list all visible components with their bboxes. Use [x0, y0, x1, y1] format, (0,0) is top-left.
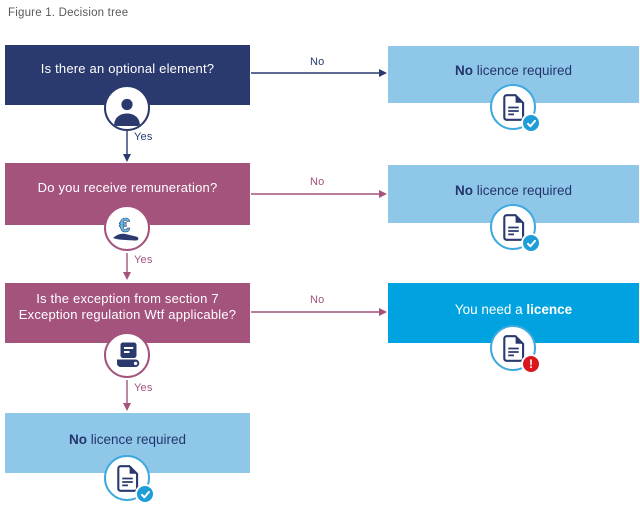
question-3-line2: Exception regulation Wtf applicable? — [18, 307, 237, 322]
check-badge-icon — [521, 113, 541, 133]
edge-label-q1-yes: Yes — [134, 131, 153, 143]
outcome-3-icon-wrap — [102, 453, 155, 504]
svg-text:€: € — [119, 215, 130, 237]
outcome-no-3-rest: licence required — [86, 431, 187, 447]
question-3-icon-wrap — [102, 330, 152, 380]
question-3-line1: Is the exception from section 7 — [36, 291, 219, 306]
outcome-no-1-rest: licence required — [472, 63, 573, 78]
arrow-q3-no — [251, 308, 387, 316]
edge-label-q3-no: No — [310, 294, 325, 306]
contract-glyph — [117, 342, 140, 367]
document-glyph — [502, 334, 524, 362]
document-glyph — [116, 464, 138, 492]
outcome-no-2-rest: licence required — [472, 182, 573, 198]
edge-label-q1-no: No — [310, 56, 325, 68]
alert-badge-icon: ! — [521, 354, 541, 374]
outcome-need-licence-text: You need a licence — [455, 302, 572, 317]
outcome-no-licence-3-box: No licence required — [5, 413, 250, 473]
outcome-licence-icon-wrap: ! — [488, 323, 541, 374]
euro-hand-icon: € — [104, 205, 150, 251]
edge-label-q2-no: No — [310, 176, 325, 188]
person-icon — [104, 85, 150, 131]
outcome-no-licence-3-text: No licence required — [69, 432, 186, 447]
question-2-box: Do you receive remuneration? — [5, 163, 250, 225]
question-1-text: Is there an optional element? — [40, 61, 215, 76]
arrow-q1-no — [251, 69, 387, 77]
question-1-icon-wrap — [102, 83, 152, 133]
outcome-2-icon-wrap — [488, 202, 541, 253]
document-glyph — [502, 213, 524, 241]
arrow-q2-yes — [123, 253, 131, 280]
question-3-text: Is the exception from section 7 Exceptio… — [19, 291, 237, 323]
question-2-text: Do you receive remuneration? — [37, 180, 218, 195]
question-2-icon-wrap: € — [102, 203, 152, 253]
person-glyph — [114, 98, 140, 126]
euro-hand-glyph: € — [113, 215, 139, 241]
outcome-no-licence-1-text: No licence required — [455, 63, 572, 78]
check-badge-icon — [521, 233, 541, 253]
arrow-q3-yes — [123, 380, 131, 411]
document-check-icon — [490, 204, 536, 250]
edge-label-q2-yes: Yes — [134, 254, 153, 266]
outcome-no-licence-2-text: No licence required — [455, 183, 572, 198]
document-glyph — [502, 93, 524, 121]
outcome-no-2-bold: No — [454, 182, 473, 198]
outcome-1-icon-wrap — [488, 82, 541, 133]
figure-title: Figure 1. Decision tree — [8, 7, 129, 19]
check-badge-icon — [135, 484, 155, 504]
arrow-q2-no — [251, 190, 387, 198]
edge-label-q3-yes: Yes — [134, 382, 153, 394]
arrow-q1-yes — [123, 131, 131, 162]
outcome-licence-pre: You need a — [454, 301, 527, 317]
contract-icon — [104, 332, 150, 378]
outcome-no-3-bold: No — [68, 431, 87, 447]
outcome-no-1-bold: No — [454, 63, 473, 78]
outcome-licence-bold: licence — [526, 301, 573, 317]
